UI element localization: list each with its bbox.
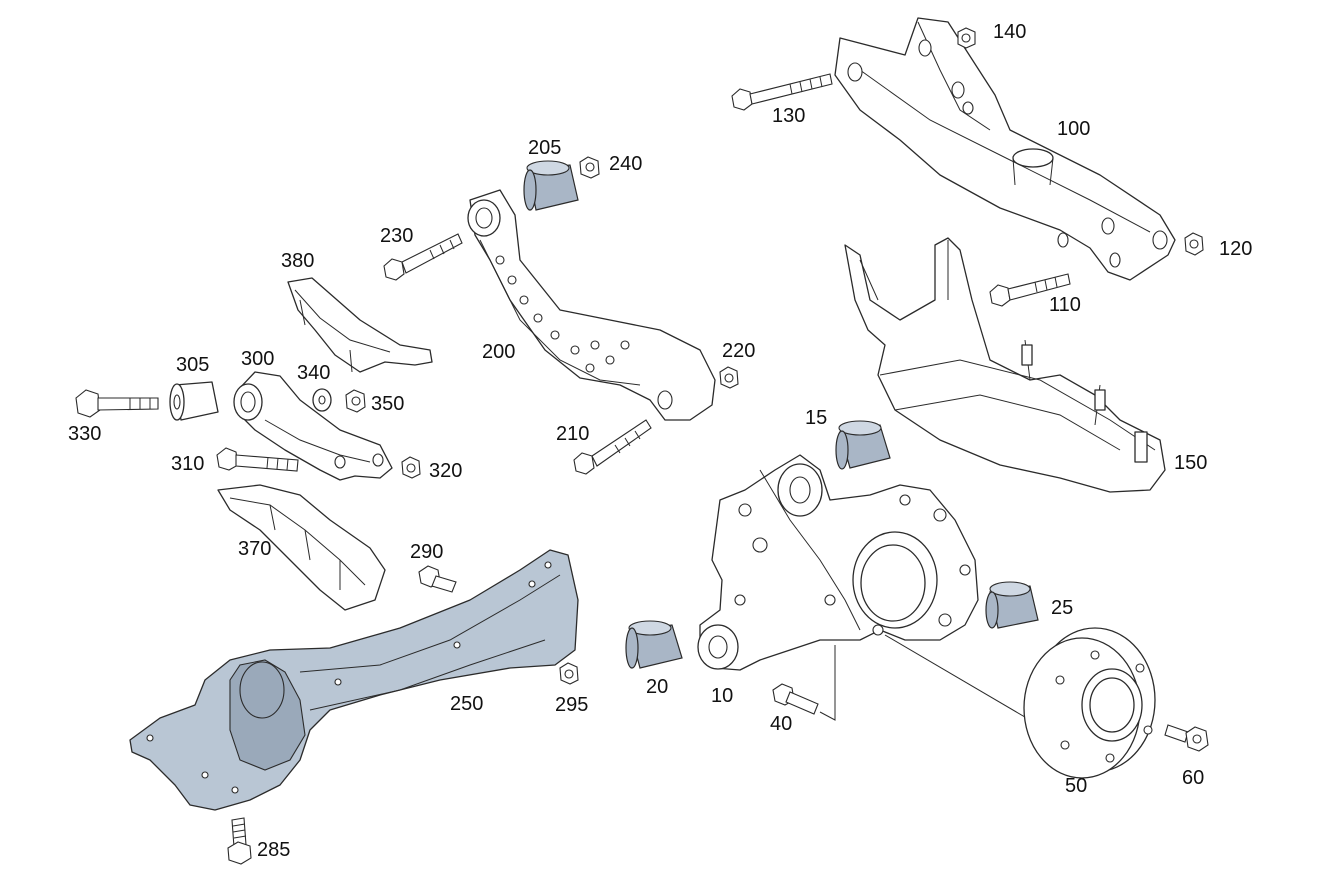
label-305: 305 [176,354,209,376]
label-110: 110 [1049,294,1081,316]
label-20: 20 [646,676,668,698]
label-60: 60 [1182,767,1204,789]
leader-lines [819,634,1031,721]
part-40-bolt [772,683,819,715]
part-370-bracket [217,484,386,611]
label-130: 130 [772,105,805,127]
part-150-cover [844,237,1166,493]
label-250: 250 [450,693,483,715]
part-110-bolt [989,273,1071,307]
part-205-bushing [523,160,579,211]
part-320-nut [401,456,421,479]
label-200: 200 [482,341,515,363]
label-140: 140 [993,21,1026,43]
part-290-bolt [418,565,457,593]
label-205: 205 [528,137,561,159]
part-number-labels: 140 130 100 120 110 150 205 240 230 380 … [68,21,1252,861]
part-50-wheel-hub [1023,627,1156,779]
label-150: 150 [1174,452,1207,474]
part-25-bushing [985,581,1039,629]
label-300: 300 [241,348,274,370]
label-100: 100 [1057,118,1090,140]
label-10: 10 [711,685,733,707]
label-50: 50 [1065,775,1087,797]
label-25: 25 [1051,597,1073,619]
label-370: 370 [238,538,271,560]
label-320: 320 [429,460,462,482]
label-285: 285 [257,839,290,861]
label-230: 230 [380,225,413,247]
part-380-bracket [287,277,433,373]
label-340: 340 [297,362,330,384]
part-240-nut [579,156,600,179]
label-310: 310 [171,453,204,475]
part-340-washer [312,388,332,412]
label-295: 295 [555,694,588,716]
part-140-nut [957,27,976,49]
part-305-bushing [169,381,219,421]
label-120: 120 [1219,238,1252,260]
part-230-bolt [383,233,463,281]
part-220-nut [719,366,739,389]
label-15: 15 [805,407,827,429]
label-40: 40 [770,713,792,735]
label-380: 380 [281,250,314,272]
part-210-bolt [573,419,652,475]
part-120-nut [1184,232,1204,256]
part-130-bolt [731,73,833,111]
part-20-bushing [625,620,683,669]
label-350: 350 [371,393,404,415]
part-60-bolt [1164,724,1209,752]
part-300-lower-link [233,371,393,481]
part-100-subframe [834,17,1176,281]
part-285-bolt [227,817,252,865]
part-330-bolt [75,389,159,418]
label-220: 220 [722,340,755,362]
part-200-control-arm [467,189,716,421]
part-10-wheel-carrier [697,454,979,671]
part-250-trailing-arm [129,549,579,811]
label-290: 290 [410,541,443,563]
part-295-nut [559,662,579,685]
label-240: 240 [609,153,642,175]
label-330: 330 [68,423,101,445]
part-350-nut [345,389,366,413]
part-310-bolt [216,447,299,472]
label-210: 210 [556,423,589,445]
part-15-bushing [835,420,891,470]
